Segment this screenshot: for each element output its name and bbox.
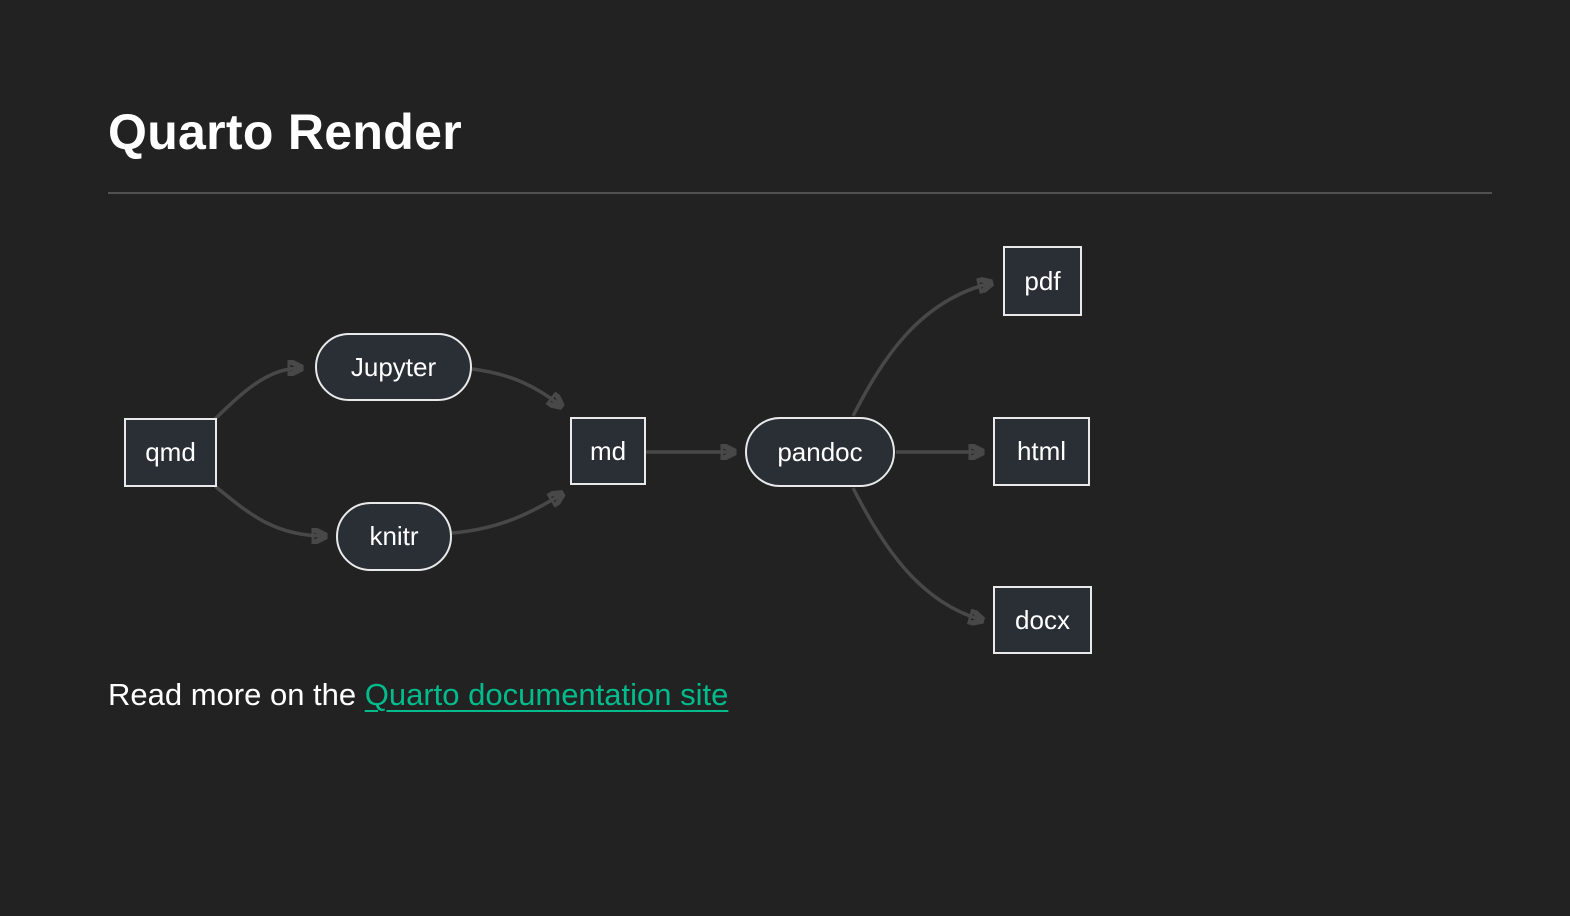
node-qmd-label: qmd [145,437,196,467]
edge-qmd-knitr [213,484,325,536]
edge-jupyter-md [471,367,561,406]
node-qmd: qmd [124,418,217,487]
node-docx-label: docx [1015,604,1070,635]
footer-text: Read more on the Quarto documentation si… [108,677,728,713]
node-pdf-label: pdf [1024,265,1061,296]
node-knitr-label: knitr [369,521,419,551]
node-jupyter-label: Jupyter [350,351,437,382]
node-jupyter: Jupyter [315,333,472,401]
node-md-label: md [589,435,627,466]
page-title: Quarto Render [108,104,462,160]
node-html: html [993,417,1090,486]
edge-qmd-jupyter [213,368,301,421]
edge-pandoc-docx [851,487,982,620]
node-pandoc-label: pandoc [777,436,863,467]
edge-pandoc-pdf [851,283,991,417]
node-pdf: pdf [1003,246,1082,316]
node-docx: docx [993,586,1092,654]
title-rule [108,192,1492,194]
node-html-label: html [1016,436,1067,466]
quarto-doc-link[interactable]: Quarto documentation site [364,677,729,712]
edge-knitr-md [451,494,562,535]
node-pandoc: pandoc [745,417,895,487]
node-knitr: knitr [336,502,452,571]
node-md: md [570,417,646,485]
footer-prefix: Read more on the [108,677,365,712]
